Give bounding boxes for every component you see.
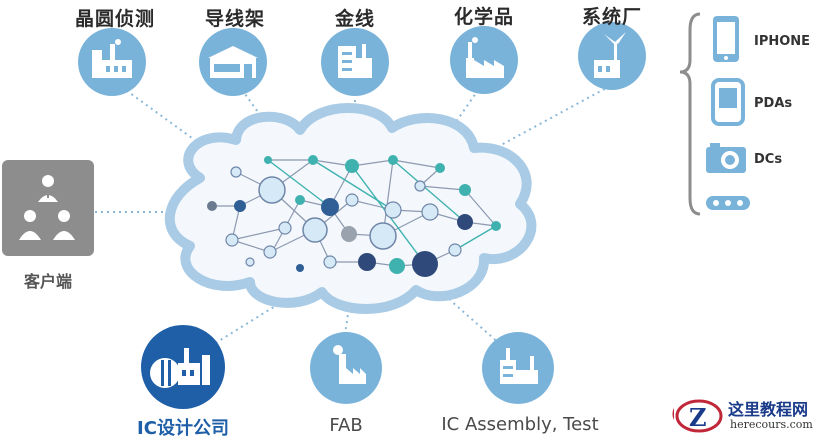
bottom-node-label: FAB xyxy=(329,415,363,436)
svg-text:Z: Z xyxy=(689,403,707,432)
top-node-label: 系统厂 xyxy=(581,6,642,28)
fab-icon xyxy=(310,332,382,404)
watermark-url: herecours.com xyxy=(730,418,813,431)
bottom-node-label: IC Assembly, Test xyxy=(441,414,599,435)
device-label: PDAs xyxy=(754,96,793,111)
top-node-label: 化学品 xyxy=(453,6,514,28)
sensor-icon xyxy=(706,196,750,210)
smartphone-icon xyxy=(713,16,739,62)
assembly-plant-icon xyxy=(482,332,554,404)
device-label: DCs xyxy=(754,152,783,167)
factory-icon xyxy=(78,28,146,96)
device-label: IPHONE xyxy=(754,34,811,49)
bottom-node-label: IC设计公司 xyxy=(137,418,229,439)
top-node-label: 金线 xyxy=(334,8,375,30)
plant-icon xyxy=(321,28,389,96)
top-node-label: 晶圆侦测 xyxy=(74,8,155,30)
camera-icon xyxy=(706,143,746,173)
design-house-icon xyxy=(141,325,225,409)
network-cloud xyxy=(164,103,537,314)
users-icon xyxy=(2,160,94,256)
watermark-title: 这里教程网 xyxy=(728,400,809,419)
chemical-plant-icon xyxy=(450,26,518,94)
top-node-label: 导线架 xyxy=(204,8,265,30)
devices-brace xyxy=(679,12,701,216)
client-label: 客户端 xyxy=(23,272,72,291)
wind-turbine-icon xyxy=(578,22,646,90)
warehouse-icon xyxy=(199,28,267,96)
watermark-logo-icon: Z xyxy=(675,399,723,433)
network-nodes xyxy=(207,155,501,277)
pda-icon xyxy=(711,78,745,126)
